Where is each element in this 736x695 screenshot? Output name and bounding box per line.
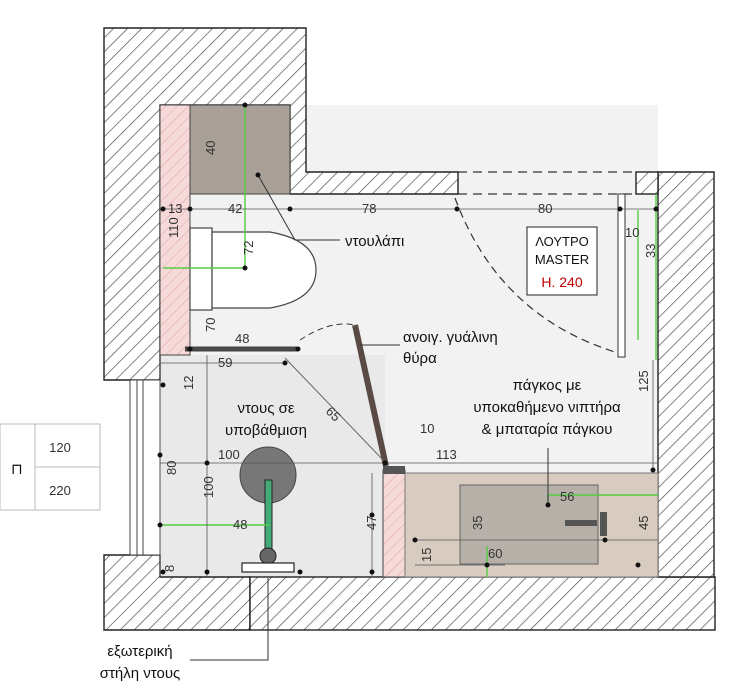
glass-door-label-line1: ανοιγ. γυάλινη bbox=[403, 329, 498, 346]
window-head-height: 220 bbox=[49, 483, 71, 498]
door-leaf bbox=[617, 193, 626, 358]
shower-valve bbox=[259, 547, 277, 565]
dim-113: 113 bbox=[436, 447, 457, 462]
dim-125: 125 bbox=[636, 370, 651, 392]
dim-33: 33 bbox=[643, 244, 658, 258]
grey-dimensions bbox=[159, 208, 658, 577]
walls bbox=[103, 27, 716, 631]
dim-80-left: 80 bbox=[164, 461, 179, 475]
dim-8: 8 bbox=[162, 565, 177, 572]
dim-110: 110 bbox=[166, 217, 181, 238]
dim-60: 60 bbox=[488, 546, 502, 561]
dim-100-h: 100 bbox=[218, 447, 240, 462]
shower-label-line2: υποβάθμιση bbox=[225, 422, 307, 439]
dim-42: 42 bbox=[228, 201, 242, 216]
dim-10-mid: 10 bbox=[420, 421, 434, 436]
dimension-dots bbox=[157, 102, 659, 575]
closet-label: ντουλάπι bbox=[345, 233, 404, 250]
column-label-line1: εξωτερική bbox=[107, 643, 172, 660]
window-left bbox=[129, 379, 161, 556]
column-label-line2: στήλη ντους bbox=[100, 665, 181, 682]
dim-59: 59 bbox=[218, 355, 232, 370]
dim-13: 13 bbox=[168, 201, 182, 216]
closet bbox=[189, 104, 291, 195]
counter-label-line3: & μπαταρία πάγκου bbox=[482, 421, 613, 438]
counter-label-line2: υποκαθήμενο νιπτήρα bbox=[473, 399, 621, 416]
dim-15: 15 bbox=[419, 548, 434, 562]
shower-label-line1: ντους σε bbox=[237, 400, 294, 417]
shower-column bbox=[241, 562, 295, 573]
window-symbol: ⊓ bbox=[11, 461, 23, 478]
dim-47: 47 bbox=[364, 516, 379, 530]
dim-35: 35 bbox=[470, 516, 485, 530]
room-title-line2: MASTER bbox=[535, 252, 589, 267]
leader-lines bbox=[190, 174, 549, 661]
glass-door bbox=[352, 324, 389, 467]
dim-56: 56 bbox=[560, 489, 574, 504]
toilet bbox=[189, 227, 317, 311]
dim-78: 78 bbox=[362, 201, 376, 216]
window-legend: ⊓ 120 220 bbox=[0, 423, 101, 511]
room-title-box bbox=[526, 226, 598, 296]
green-dimensions bbox=[160, 105, 658, 577]
dim-72: 72 bbox=[241, 241, 256, 255]
door-stop bbox=[383, 466, 405, 474]
dim-48-top: 48 bbox=[235, 331, 249, 346]
dim-80-top: 80 bbox=[538, 201, 552, 216]
dim-48-bot: 48 bbox=[233, 517, 247, 532]
dim-100-v: 100 bbox=[201, 476, 216, 498]
dim-70: 70 bbox=[203, 318, 218, 332]
dim-40: 40 bbox=[203, 141, 218, 155]
dim-10-top: 10 bbox=[625, 225, 639, 240]
door-swing-main bbox=[454, 197, 626, 356]
room-height-label: Η. 240 bbox=[541, 274, 582, 290]
door-swing-glass bbox=[299, 323, 356, 341]
window-sill-height: 120 bbox=[49, 440, 71, 455]
room-title-line1: ΛΟΥΤΡΟ bbox=[535, 234, 589, 249]
shower-diagonal bbox=[284, 357, 386, 463]
dim-45: 45 bbox=[636, 516, 651, 530]
glass-door-label-line2: θύρα bbox=[403, 350, 437, 367]
faucet-handle bbox=[600, 512, 607, 536]
dimension-labels: 40 13 42 78 80 10 33 110 72 70 48 59 12 … bbox=[162, 141, 658, 572]
counter-label-line1: πάγκος με bbox=[513, 377, 582, 394]
partition-strip-shower bbox=[382, 469, 406, 578]
faucet bbox=[565, 520, 597, 526]
partition-strip-left bbox=[159, 104, 191, 356]
dim-12: 12 bbox=[181, 376, 196, 390]
